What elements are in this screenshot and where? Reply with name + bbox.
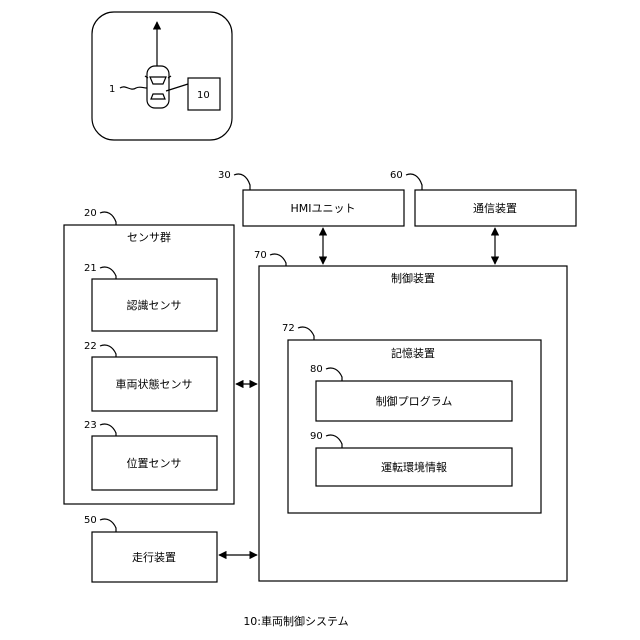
driving-env-info-ref: 90 (310, 431, 323, 442)
recognition-sensor-label: 認識センサ (127, 298, 182, 312)
travel-device-ref: 50 (84, 515, 97, 526)
position-sensor-ref: 23 (84, 420, 97, 431)
comm-leader (406, 174, 422, 190)
storage-ref: 72 (282, 323, 295, 334)
sensor-group-block: 20 センサ群 21 認識センサ 22 車両状態センサ 23 位置センサ (64, 208, 234, 504)
driving-env-info-label: 運転環境情報 (381, 460, 447, 474)
comm-ref: 60 (390, 170, 403, 181)
travel-device-label: 走行装置 (132, 551, 176, 564)
controller-leader (270, 254, 286, 266)
hmi-leader (234, 174, 250, 190)
car-icon (145, 66, 171, 108)
system-ref: 10 (197, 90, 210, 101)
travel-device-block: 50 走行装置 (84, 515, 217, 582)
storage-box (288, 340, 541, 513)
vehicle-state-sensor-label: 車両状態センサ (116, 377, 193, 391)
comm-device-block: 60 通信装置 (390, 170, 576, 226)
control-program-ref: 80 (310, 364, 323, 375)
vehicle-ref: 1 (109, 84, 115, 95)
hmi-label: HMIユニット (290, 202, 355, 215)
sensors-label: センサ群 (127, 230, 171, 244)
storage-label: 記憶装置 (391, 346, 435, 360)
travel-device-leader (100, 519, 116, 532)
vehicle-state-sensor-ref: 22 (84, 341, 97, 352)
vehicle-inset: 1 10 (92, 12, 232, 140)
sensors-ref: 20 (84, 208, 97, 219)
controller-label: 制御装置 (391, 271, 435, 285)
controller-block: 70 制御装置 72 記憶装置 80 制御プログラム 90 運転環境情報 (254, 250, 567, 581)
control-program-label: 制御プログラム (376, 394, 453, 408)
position-sensor-label: 位置センサ (127, 456, 182, 470)
hmi-ref: 30 (218, 170, 231, 181)
comm-label: 通信装置 (473, 202, 517, 215)
figure-caption: 10:車両制御システム (243, 614, 348, 628)
controller-ref: 70 (254, 250, 267, 261)
sensors-leader (100, 212, 116, 225)
hmi-unit-block: 30 HMIユニット (218, 170, 404, 226)
recognition-sensor-ref: 21 (84, 263, 97, 274)
